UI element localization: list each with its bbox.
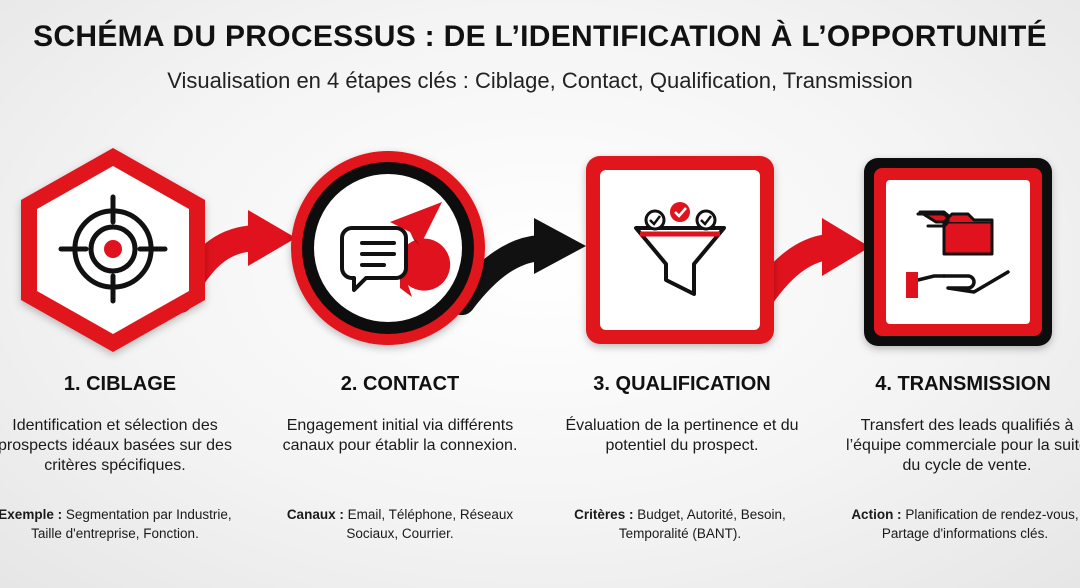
step-4-note-text: Planification de rendez-vous, Partage d'… — [881, 507, 1079, 541]
step-4-note: Action : Planification de rendez-vous, P… — [845, 505, 1080, 543]
step-2-note-label: Canaux : — [286, 507, 344, 522]
step-2-title: 2. CONTACT — [340, 373, 460, 395]
step-1-note-text: Segmentation par Industrie, Taille d'ent… — [31, 507, 232, 541]
page-subtitle: Visualisation en 4 étapes clés : Ciblage… — [167, 68, 913, 93]
page-title: SCHÉMA DU PROCESSUS : DE L’IDENTIFICATIO… — [33, 20, 1047, 53]
step-3-note-text: Budget, Autorité, Besoin, Temporalité (B… — [618, 507, 786, 541]
step-3-description: Évaluation de la pertinence et du potent… — [565, 417, 799, 454]
step-2-note-text: Email, Téléphone, Réseaux Sociaux, Courr… — [343, 507, 514, 541]
step-4-description: Transfert des leads qualifiés à l’équipe… — [846, 417, 1080, 474]
step-4-title: 4. TRANSMISSION — [875, 373, 1051, 395]
chat-paper-plane-icon — [340, 202, 451, 297]
funnel-icon — [634, 202, 726, 296]
target-icon — [58, 194, 168, 304]
step-1-description: Identification et sélection des prospect… — [0, 417, 232, 474]
handover-folder-icon — [906, 210, 1010, 298]
step-4-note-label: Action : — [851, 507, 902, 522]
step-3-note: Critères : Budget, Autorité, Besoin, Tem… — [560, 505, 800, 543]
step-3-title: 3. QUALIFICATION — [593, 373, 771, 395]
step-3-note-label: Critères : — [574, 507, 634, 522]
step-1-title: 1. CIBLAGE — [63, 373, 177, 395]
step-2-note: Canaux : Email, Téléphone, Réseaux Socia… — [280, 505, 520, 543]
step-1-note: Exemple : Segmentation par Industrie, Ta… — [0, 505, 235, 543]
step-2-description: Engagement initial via différents canaux… — [282, 417, 518, 454]
step-1-note-label: Exemple : — [0, 507, 63, 522]
